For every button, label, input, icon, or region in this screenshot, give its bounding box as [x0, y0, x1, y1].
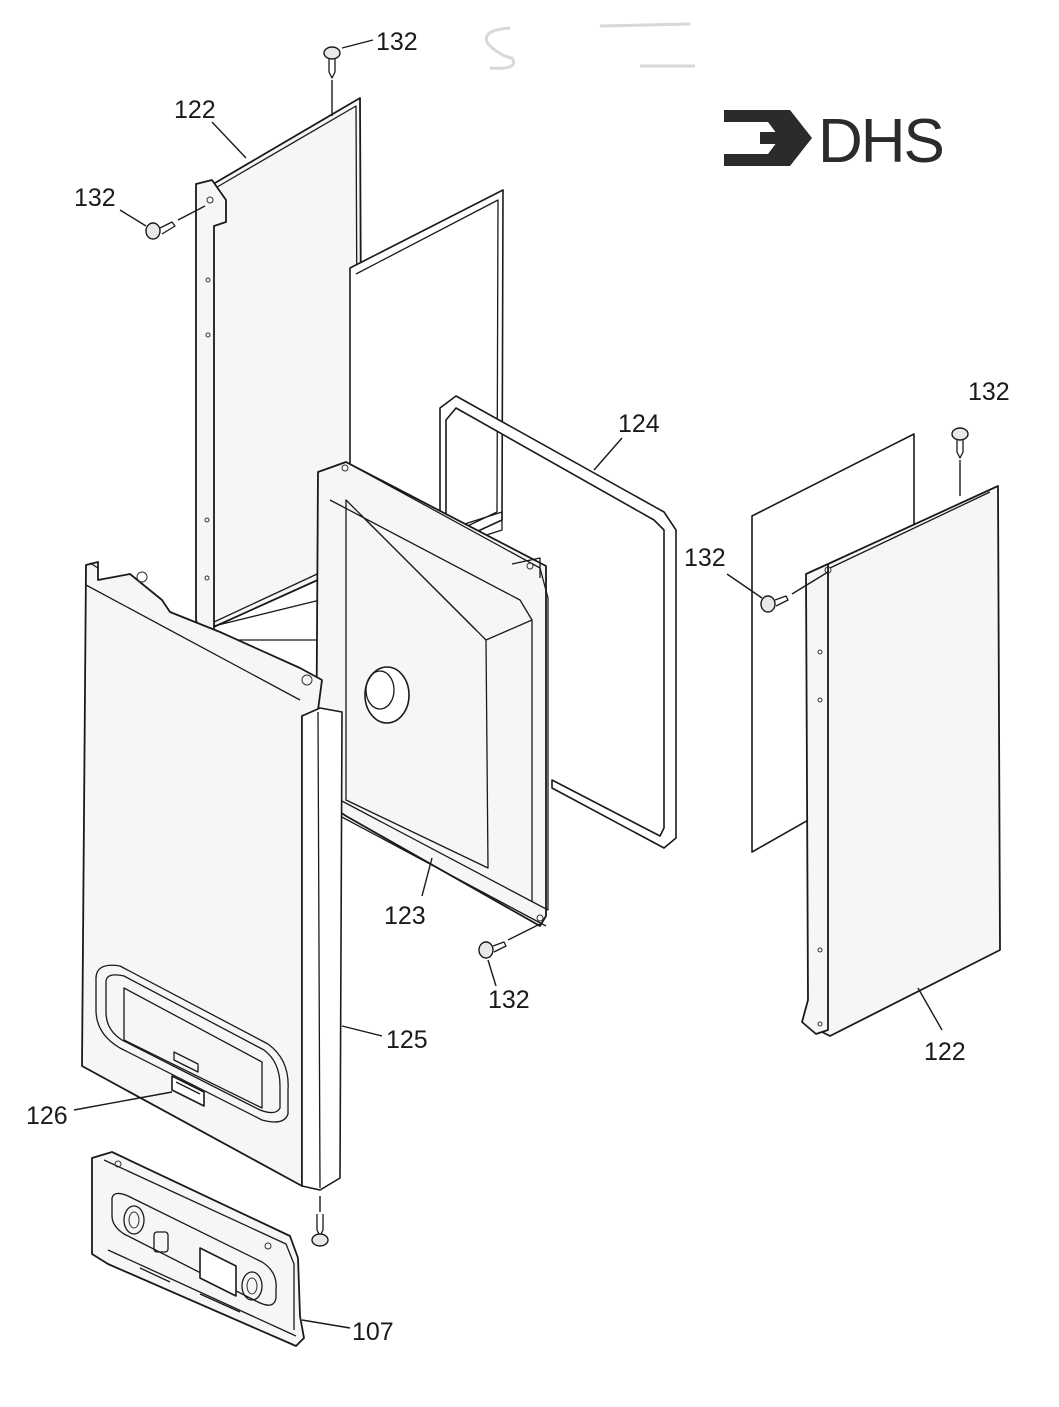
right-side-panel-122 [751, 433, 1001, 1037]
control-panel-107 [91, 1151, 305, 1347]
callout-labels: 132 122 132 124 132 132 123 132 125 122 … [26, 28, 1010, 1346]
faint-background-marks [484, 22, 695, 70]
dhs-logo: DHS [724, 107, 945, 176]
screw-left [145, 205, 206, 240]
leader-lines [73, 39, 943, 1329]
callout-122-right: 122 [924, 1038, 966, 1066]
callout-132-left: 132 [74, 184, 116, 212]
screw-bottom [478, 923, 541, 959]
callout-124: 124 [618, 410, 660, 438]
callout-132-right-top: 132 [968, 378, 1010, 406]
callout-132-top: 132 [376, 28, 418, 56]
screw-right-top [951, 427, 969, 496]
dhs-logo-arrow-icon [724, 110, 812, 166]
screw-front-bottom [311, 1196, 329, 1247]
inner-case-123 [315, 461, 549, 927]
callout-107: 107 [352, 1318, 394, 1346]
callout-126: 126 [26, 1102, 68, 1130]
screw-top [323, 46, 341, 116]
screw-right-mid [760, 571, 829, 613]
dhs-logo-text: DHS [818, 107, 943, 176]
gasket-124 [439, 395, 677, 849]
callout-122-left: 122 [174, 96, 216, 124]
front-panel-125 [81, 561, 343, 1191]
callout-132-bottom: 132 [488, 986, 530, 1014]
callout-125: 125 [386, 1026, 428, 1054]
callout-132-right-mid: 132 [684, 544, 726, 572]
callout-123: 123 [384, 902, 426, 930]
